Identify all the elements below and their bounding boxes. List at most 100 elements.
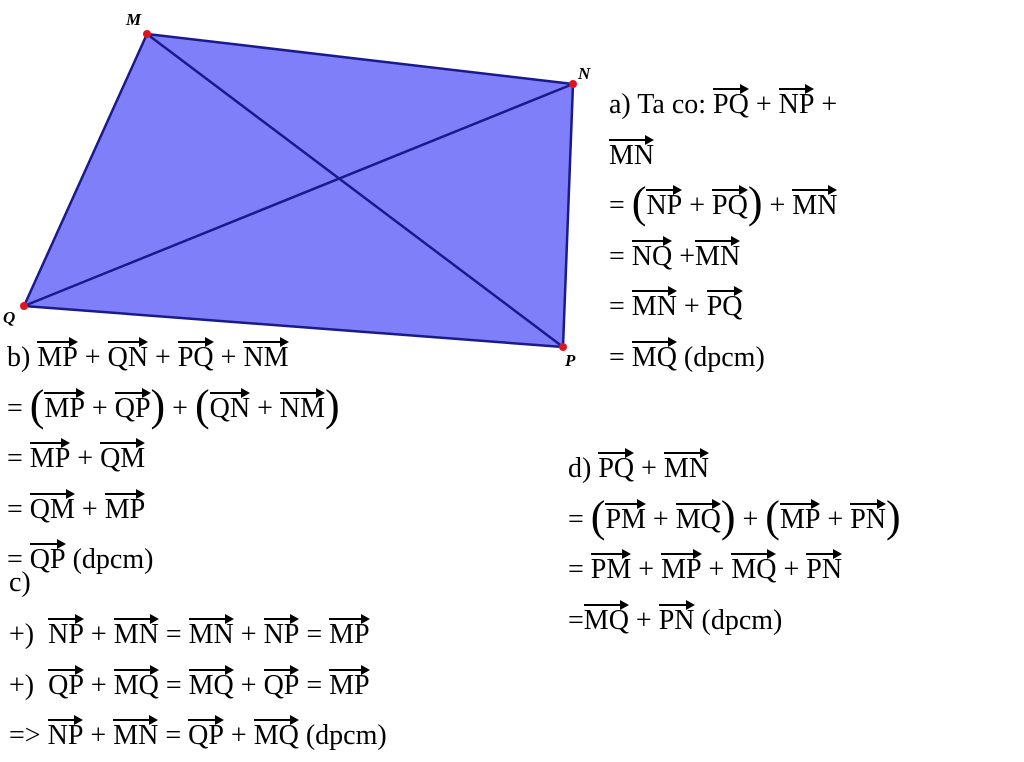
vector-mp: MP [29,434,71,485]
proof-d-line-4: =MQ + PN (dpcm) [568,596,901,647]
math-text: + [676,291,707,322]
vector-mn: MN [188,610,234,661]
part-c-label-text: c) [9,567,31,598]
vector-qp: QP [188,711,224,762]
vector-np: NP [48,610,84,661]
math-text: (dpcm) [676,341,765,373]
proof-b-line-1: b) MP + QN + PQ + NM [7,333,340,384]
math-text: = [299,669,330,701]
proof-a-line-3: = (NP + PQ) + MN [609,178,838,232]
math-text: = [7,443,30,474]
proof-a-line-5: = MN + PQ [609,282,837,333]
vertex-p [559,343,567,351]
vector-pn: PN [850,495,886,546]
vector-qp: QP [263,661,299,712]
vertex-q [20,302,28,310]
math-text: = [568,604,584,636]
math-text: + [83,669,114,701]
math-text: + [682,190,713,221]
bracket: ) [325,380,340,430]
math-text: + [701,554,732,585]
math-text: + [165,392,195,424]
vector-pq: PQ [713,80,749,131]
math-text: + [148,342,178,373]
vector-pq: PQ [598,444,634,495]
bracket: ) [747,178,763,227]
math-text: = [7,493,30,525]
quadrilateral-mnpq [22,32,575,349]
vector-nq: NQ [631,232,673,283]
math-text: = [7,392,30,424]
math-text: (dpcm) [694,604,783,636]
math-text: + [74,493,105,525]
proof-a-line-6: = MQ (dpcm) [609,333,837,384]
vector-pn: PN [806,545,842,596]
vector-mp: MP [779,495,821,546]
part-c-label: c) [9,558,31,609]
math-text: + [672,240,696,272]
math-text: + [233,619,264,650]
vector-mp: MP [37,333,79,384]
math-text: + [631,554,662,585]
math-text: +) [9,669,49,701]
vector-np: NP [47,711,83,762]
math-text: = [609,291,632,322]
diagonal-nq [23,82,574,308]
math-text: = [609,240,632,272]
math-text: + [628,604,659,636]
vector-qm: QM [100,434,146,485]
proof-c-line-1: +) NP + MN = MN + NP = MP [9,610,387,661]
math-text: = [609,190,632,221]
math-text: = [568,503,591,535]
math-text: + [84,392,115,424]
vector-mq: MQ [583,596,630,647]
proof-c-line-3: => NP + MN = QP + MQ (dpcm) [9,711,387,762]
math-text: = [158,720,189,751]
vector-mq: MQ [253,711,299,762]
vector-mn: MN [792,181,838,232]
bracket: ) [150,380,166,430]
vector-pn: PN [658,596,695,647]
proof-d-line-3: = PM + MP + MQ + PN [568,545,901,596]
math-text: = [299,619,330,650]
math-text: + [83,619,114,650]
math-text: + [748,89,779,120]
proof-a-line-1: a) Ta co: PQ + NP + [609,80,837,131]
vector-qp: QP [114,384,151,435]
vector-pm: PM [590,545,632,596]
math-text: + [250,392,280,424]
math-text: + [213,342,244,373]
vector-mp: MP [104,485,146,536]
math-text: + [820,503,851,535]
vector-mq: MQ [731,545,777,596]
proof-b-line-3: = MP + QM [7,434,340,485]
math-text: = [7,544,30,575]
vector-mp: MP [329,610,371,661]
vector-mn: MN [113,711,159,762]
vector-nm: NM [279,384,326,435]
math-text: (dpcm) [65,544,154,575]
vector-qp: QP [48,661,84,712]
math-text: = [158,619,189,650]
math-text: + [223,720,254,751]
math-text: + [645,503,676,535]
vector-mq: MQ [188,661,234,712]
vector-mq: MQ [113,661,159,712]
vector-mn: MN [113,610,159,661]
vector-qm: QM [29,485,76,536]
proof-b-line-2: = (MP + QP) + (QN + NM) [7,380,340,435]
vector-qp: QP [29,535,66,586]
bracket: ) [886,491,901,541]
math-text: + [70,443,101,474]
vector-mn: MN [663,444,710,495]
proof-a-line-4: = NQ +MN [609,232,837,283]
vector-mn: MN [609,131,655,182]
math-text: d) [568,453,599,484]
math-text: => [9,720,48,751]
vector-mn: MN [631,282,678,333]
vector-pq: PQ [706,282,743,333]
math-text: (dpcm) [298,720,387,751]
proof-part-d: d) PQ + MN= (PM + MQ) + (MP + PN)= PM + … [568,444,901,646]
diagonal-mp [146,33,564,348]
